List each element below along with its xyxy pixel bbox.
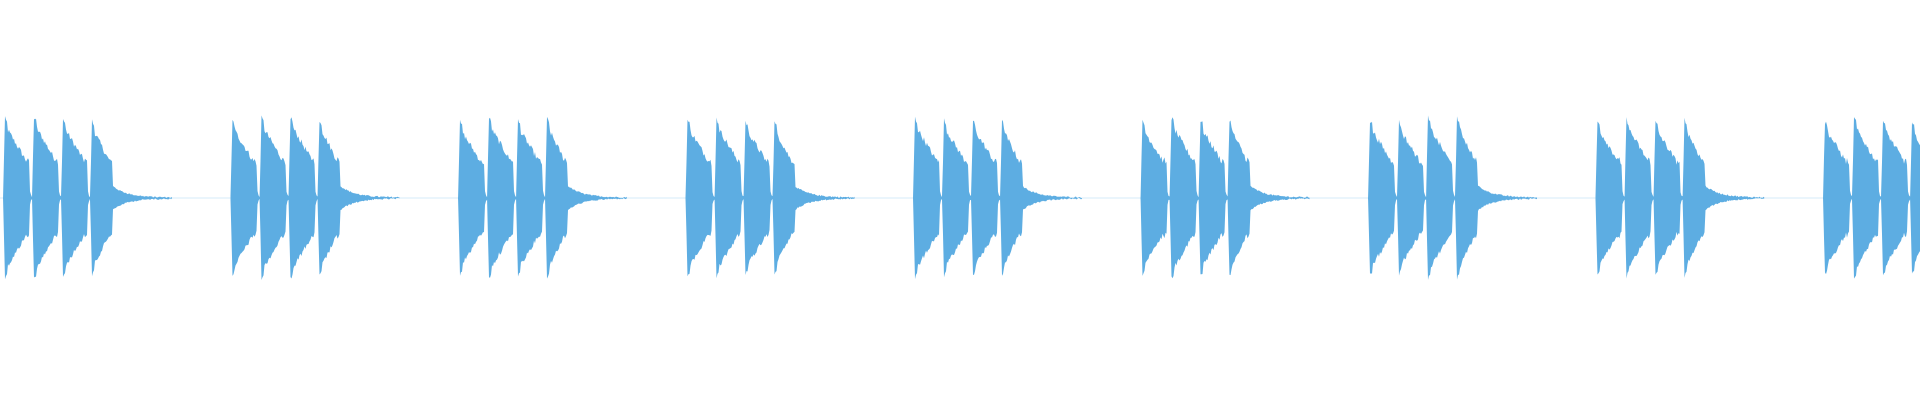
waveform-transient [1698,190,1709,206]
waveform-hit [90,119,172,277]
waveform-hit [971,120,1001,275]
waveform-hit [942,118,972,278]
waveform-hit [3,116,33,280]
waveform-transient [1388,190,1398,206]
waveform-hit [1140,119,1171,276]
waveform-transient [106,190,116,206]
waveform-transient [1901,190,1911,206]
waveform-hit [1397,119,1427,276]
waveform-hit [1881,120,1911,276]
waveform-hit [487,117,517,278]
waveform-transient [478,190,488,206]
waveform-hit [1682,117,1765,278]
waveform-hit [288,117,319,279]
waveform-transient [561,190,571,206]
waveform-transient [962,190,972,206]
waveform-hit [32,118,62,278]
waveform-transient [1189,190,1200,206]
waveform-hit [61,119,91,277]
waveform-transient [1218,190,1229,206]
waveform-group [1140,117,1310,279]
waveform-hit [1198,121,1229,275]
waveform-transient [1644,190,1655,206]
waveform-transient [1843,190,1853,206]
waveform-transient [1160,190,1171,206]
waveform-hit [1368,121,1398,274]
waveform-hit [1653,120,1684,275]
waveform-transient [279,190,290,206]
waveform-transient [1615,190,1626,206]
waveform-group [3,116,172,280]
waveform-hit [772,121,855,275]
waveform-group [1368,115,1537,280]
waveform-transient [1417,190,1427,206]
waveform-hit [1169,117,1200,279]
waveform-transient [933,190,943,206]
waveform-transient [308,190,319,206]
waveform-hit [458,119,488,276]
waveform-hit [1595,121,1626,275]
waveform-hit [913,116,943,280]
waveform-transient [991,190,1001,206]
waveform-transient [250,190,261,206]
waveform-hit [743,120,774,275]
waveform-group [1823,117,1920,279]
waveform-transient [1471,190,1481,206]
waveform-hit [516,119,546,277]
waveform-hit [317,122,400,275]
waveform-transient [1243,190,1254,206]
waveform-hit [1426,115,1456,280]
waveform-transient [705,190,716,206]
waveform-hit [1455,116,1537,280]
waveform-transient [1016,190,1026,206]
waveform-transient [333,190,344,206]
waveform-hit [545,116,627,279]
waveform-transient [52,190,62,206]
waveform-group [230,115,400,281]
waveform-transient [23,190,33,206]
waveform-hit [1910,122,1920,274]
waveform-transient [1872,190,1882,206]
waveform-hit [230,119,261,276]
waveform-transient [734,190,745,206]
waveform-hit [685,119,716,277]
waveform-group [458,116,627,279]
waveform-transient [536,190,546,206]
waveform-transient [81,190,91,206]
waveform-hit [714,117,745,279]
waveform-hit [1624,117,1655,279]
waveform-hit [1823,121,1853,275]
waveform-hit [1227,120,1310,276]
waveform-transient [763,190,774,206]
waveform-group [1595,117,1765,279]
waveform-hit [1852,117,1882,279]
waveform-transient [788,190,799,206]
waveform-hit [1000,119,1082,276]
waveform-group [913,116,1082,280]
waveform-transient [507,190,517,206]
waveform-transient [1446,190,1456,206]
waveform-group [685,117,855,279]
waveform-hit [259,115,290,281]
waveform-transient [1673,190,1684,206]
